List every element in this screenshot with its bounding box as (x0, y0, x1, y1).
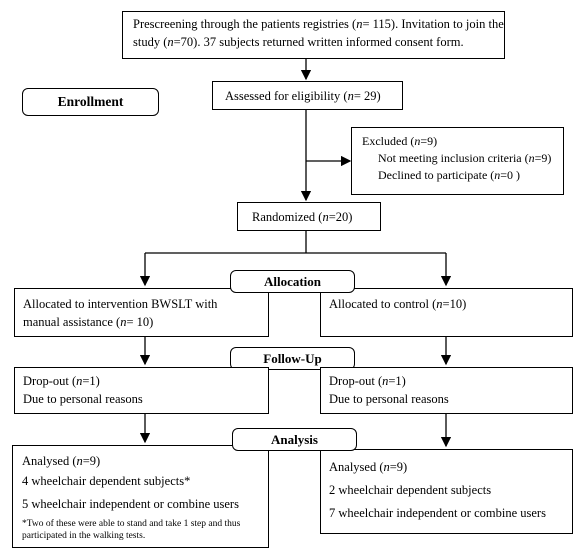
analysed-right-count: Analysed (n=9) (329, 460, 408, 474)
analysed-right-box: Analysed (n=9) 2 wheelchair dependent su… (320, 449, 573, 534)
excluded-box: Excluded (n=9) Not meeting inclusion cri… (351, 127, 564, 195)
intervention-line-1: Allocated to intervention BWSLT with (23, 297, 218, 311)
dropout-left-box: Drop-out (n=1) Due to personal reasons (14, 367, 269, 414)
allocation-label: Allocation (230, 270, 355, 293)
excluded-title: Excluded (n=9) (362, 134, 438, 148)
excluded-item-inclusion: Not meeting inclusion criteria (n=9) (378, 151, 552, 165)
analysed-left-box: Analysed (n=9) 4 wheelchair dependent su… (12, 445, 269, 548)
enrollment-label: Enrollment (22, 88, 159, 116)
prescreen-line-2: study (n=70). 37 subjects returned writt… (133, 35, 464, 49)
prescreen-box: Prescreening through the patients regist… (122, 11, 505, 59)
eligibility-box: Assessed for eligibility (n= 29) (212, 81, 403, 110)
dropout-right-count: Drop-out (n=1) (329, 374, 406, 388)
analysed-right-independent: 7 wheelchair independent or combine user… (329, 506, 546, 520)
analysed-left-footnote: *Two of these were able to stand and tak… (22, 519, 241, 541)
analysed-right-dependent: 2 wheelchair dependent subjects (329, 483, 492, 497)
dropout-left-reason: Due to personal reasons (23, 392, 143, 406)
intervention-box: Allocated to intervention BWSLT with man… (14, 288, 269, 337)
excluded-item-declined: Declined to participate (n=0 ) (378, 168, 521, 182)
analysed-left-count: Analysed (n=9) (22, 454, 101, 468)
intervention-line-2: manual assistance (n= 10) (23, 315, 154, 329)
analysed-left-independent: 5 wheelchair independent or combine user… (22, 497, 239, 511)
analysis-label: Analysis (232, 428, 357, 451)
randomized-box: Randomized (n=20) (237, 202, 381, 231)
dropout-right-box: Drop-out (n=1) Due to personal reasons (320, 367, 573, 414)
prescreen-line-1: Prescreening through the patients regist… (133, 17, 504, 31)
dropout-left-count: Drop-out (n=1) (23, 374, 100, 388)
followup-label: Follow-Up (230, 347, 355, 370)
dropout-right-reason: Due to personal reasons (329, 392, 449, 406)
control-box: Allocated to control (n=10) (320, 288, 573, 337)
analysed-left-dependent: 4 wheelchair dependent subjects* (22, 474, 191, 488)
